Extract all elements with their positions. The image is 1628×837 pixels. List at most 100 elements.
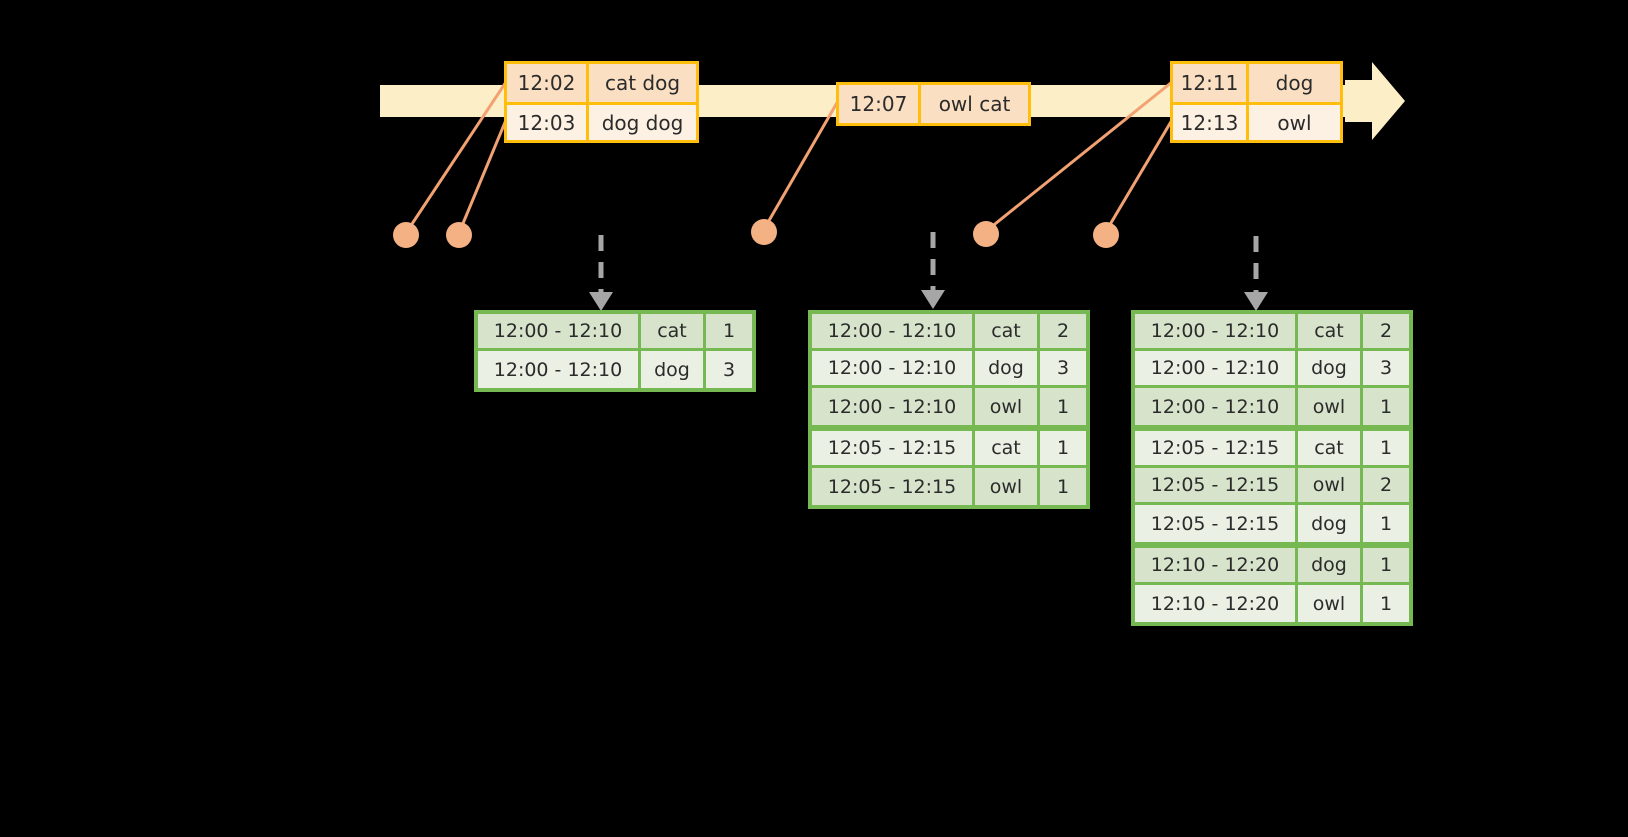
connector-dot-4 [973,221,999,247]
cell-count: 3 [1363,351,1409,385]
cell-word: dog [1298,351,1360,385]
cell-window: 12:00 - 12:10 [812,388,972,425]
table-row[interactable]: 12:00 - 12:10 owl 1 [1135,388,1409,425]
connector-dot-1 [393,222,419,248]
timeline-event-group-1[interactable]: 12:02 cat dog 12:03 dog dog [504,61,699,143]
result-table-1[interactable]: 12:00 - 12:10 cat 1 12:00 - 12:10 dog 3 [474,310,756,392]
cell-count: 1 [706,314,752,348]
result-group: 12:10 - 12:20 dog 1 12:10 - 12:20 owl 1 [1135,548,1409,622]
cell-word: owl [975,388,1037,425]
table-row[interactable]: 12:00 - 12:10 dog 3 [1135,351,1409,388]
cell-word: cat [1298,431,1360,465]
cell-window: 12:00 - 12:10 [478,351,638,388]
event-time: 12:07 [839,85,921,123]
cell-count: 3 [706,351,752,388]
cell-word: dog [975,351,1037,385]
cell-count: 2 [1363,314,1409,348]
event-words: owl [1277,110,1312,135]
cell-word: dog [1298,505,1360,542]
cell-count: 1 [1040,431,1086,465]
connector-line-5 [1103,119,1174,234]
table-row[interactable]: 12:00 - 12:10 cat 2 [812,314,1086,351]
cell-count: 1 [1363,505,1409,542]
timeline-arrowhead [1345,62,1405,140]
event-time: 12:11 [1173,64,1249,102]
event-time: 12:03 [507,105,589,140]
cell-word: dog [1298,548,1360,582]
table-row[interactable]: 12:05 - 12:15 owl 2 [1135,468,1409,505]
cell-count: 1 [1363,388,1409,425]
event-time: 12:02 [507,64,589,102]
result-group: 12:00 - 12:10 cat 2 12:00 - 12:10 dog 3 … [1135,314,1409,431]
cell-word: cat [641,314,703,348]
timeline-event-group-2[interactable]: 12:07 owl cat [836,82,1031,126]
cell-count: 2 [1040,314,1086,348]
cell-count: 1 [1363,431,1409,465]
cell-window: 12:00 - 12:10 [1135,388,1295,425]
event-words: dog [1275,71,1314,95]
connector-dot-2 [446,222,472,248]
event-words: dog dog [601,110,684,135]
cell-word: owl [1298,585,1360,622]
timeline-event-row[interactable]: 12:13 owl [1173,102,1340,140]
event-words: cat dog [604,71,681,95]
result-group: 12:00 - 12:10 cat 1 12:00 - 12:10 dog 3 [478,314,752,388]
result-group: 12:00 - 12:10 cat 2 12:00 - 12:10 dog 3 … [812,314,1086,431]
cell-window: 12:00 - 12:10 [1135,314,1295,348]
cell-word: owl [1298,388,1360,425]
cell-window: 12:00 - 12:10 [812,351,972,385]
table-row[interactable]: 12:05 - 12:15 cat 1 [812,431,1086,468]
event-words: owl cat [938,92,1011,116]
cell-window: 12:10 - 12:20 [1135,548,1295,582]
cell-window: 12:05 - 12:15 [1135,468,1295,502]
cell-window: 12:00 - 12:10 [812,314,972,348]
dashed-arrow-head-3 [1244,292,1268,311]
result-table-2[interactable]: 12:00 - 12:10 cat 2 12:00 - 12:10 dog 3 … [808,310,1090,509]
cell-window: 12:05 - 12:15 [1135,505,1295,542]
timeline-event-row[interactable]: 12:03 dog dog [507,102,696,140]
timeline-event-row[interactable]: 12:02 cat dog [507,64,696,102]
connector-line-3 [761,100,840,232]
timeline-event-group-3[interactable]: 12:11 dog 12:13 owl [1170,61,1343,143]
cell-count: 1 [1040,388,1086,425]
cell-word: cat [975,431,1037,465]
connector-dot-3 [751,219,777,245]
table-row[interactable]: 12:05 - 12:15 owl 1 [812,468,1086,505]
connector-dot-5 [1093,222,1119,248]
cell-word: dog [641,351,703,388]
table-row[interactable]: 12:00 - 12:10 cat 1 [478,314,752,351]
dashed-arrow-head-1 [589,292,613,311]
connector-line-2 [457,119,508,234]
cell-window: 12:00 - 12:10 [478,314,638,348]
result-table-3[interactable]: 12:00 - 12:10 cat 2 12:00 - 12:10 dog 3 … [1131,310,1413,626]
cell-word: owl [1298,468,1360,502]
cell-count: 1 [1040,468,1086,505]
cell-window: 12:05 - 12:15 [812,468,972,505]
table-row[interactable]: 12:00 - 12:10 cat 2 [1135,314,1409,351]
cell-word: owl [975,468,1037,505]
cell-word: cat [975,314,1037,348]
cell-count: 1 [1363,585,1409,622]
table-row[interactable]: 12:00 - 12:10 owl 1 [812,388,1086,425]
cell-window: 12:05 - 12:15 [1135,431,1295,465]
dashed-arrow-head-2 [921,290,945,309]
cell-window: 12:05 - 12:15 [812,431,972,465]
table-row[interactable]: 12:05 - 12:15 cat 1 [1135,431,1409,468]
result-group: 12:05 - 12:15 cat 1 12:05 - 12:15 owl 1 [812,431,1086,505]
cell-count: 1 [1363,548,1409,582]
table-row[interactable]: 12:00 - 12:10 dog 3 [478,351,752,388]
cell-window: 12:10 - 12:20 [1135,585,1295,622]
timeline-event-row[interactable]: 12:07 owl cat [839,85,1028,123]
table-row[interactable]: 12:10 - 12:20 owl 1 [1135,585,1409,622]
timeline-event-row[interactable]: 12:11 dog [1173,64,1340,102]
table-row[interactable]: 12:05 - 12:15 dog 1 [1135,505,1409,542]
cell-count: 2 [1363,468,1409,502]
table-row[interactable]: 12:00 - 12:10 dog 3 [812,351,1086,388]
result-group: 12:05 - 12:15 cat 1 12:05 - 12:15 owl 2 … [1135,431,1409,548]
event-time: 12:13 [1173,105,1249,140]
connector-line-1 [404,81,508,234]
connector-line-4 [984,80,1173,234]
cell-word: cat [1298,314,1360,348]
table-row[interactable]: 12:10 - 12:20 dog 1 [1135,548,1409,585]
